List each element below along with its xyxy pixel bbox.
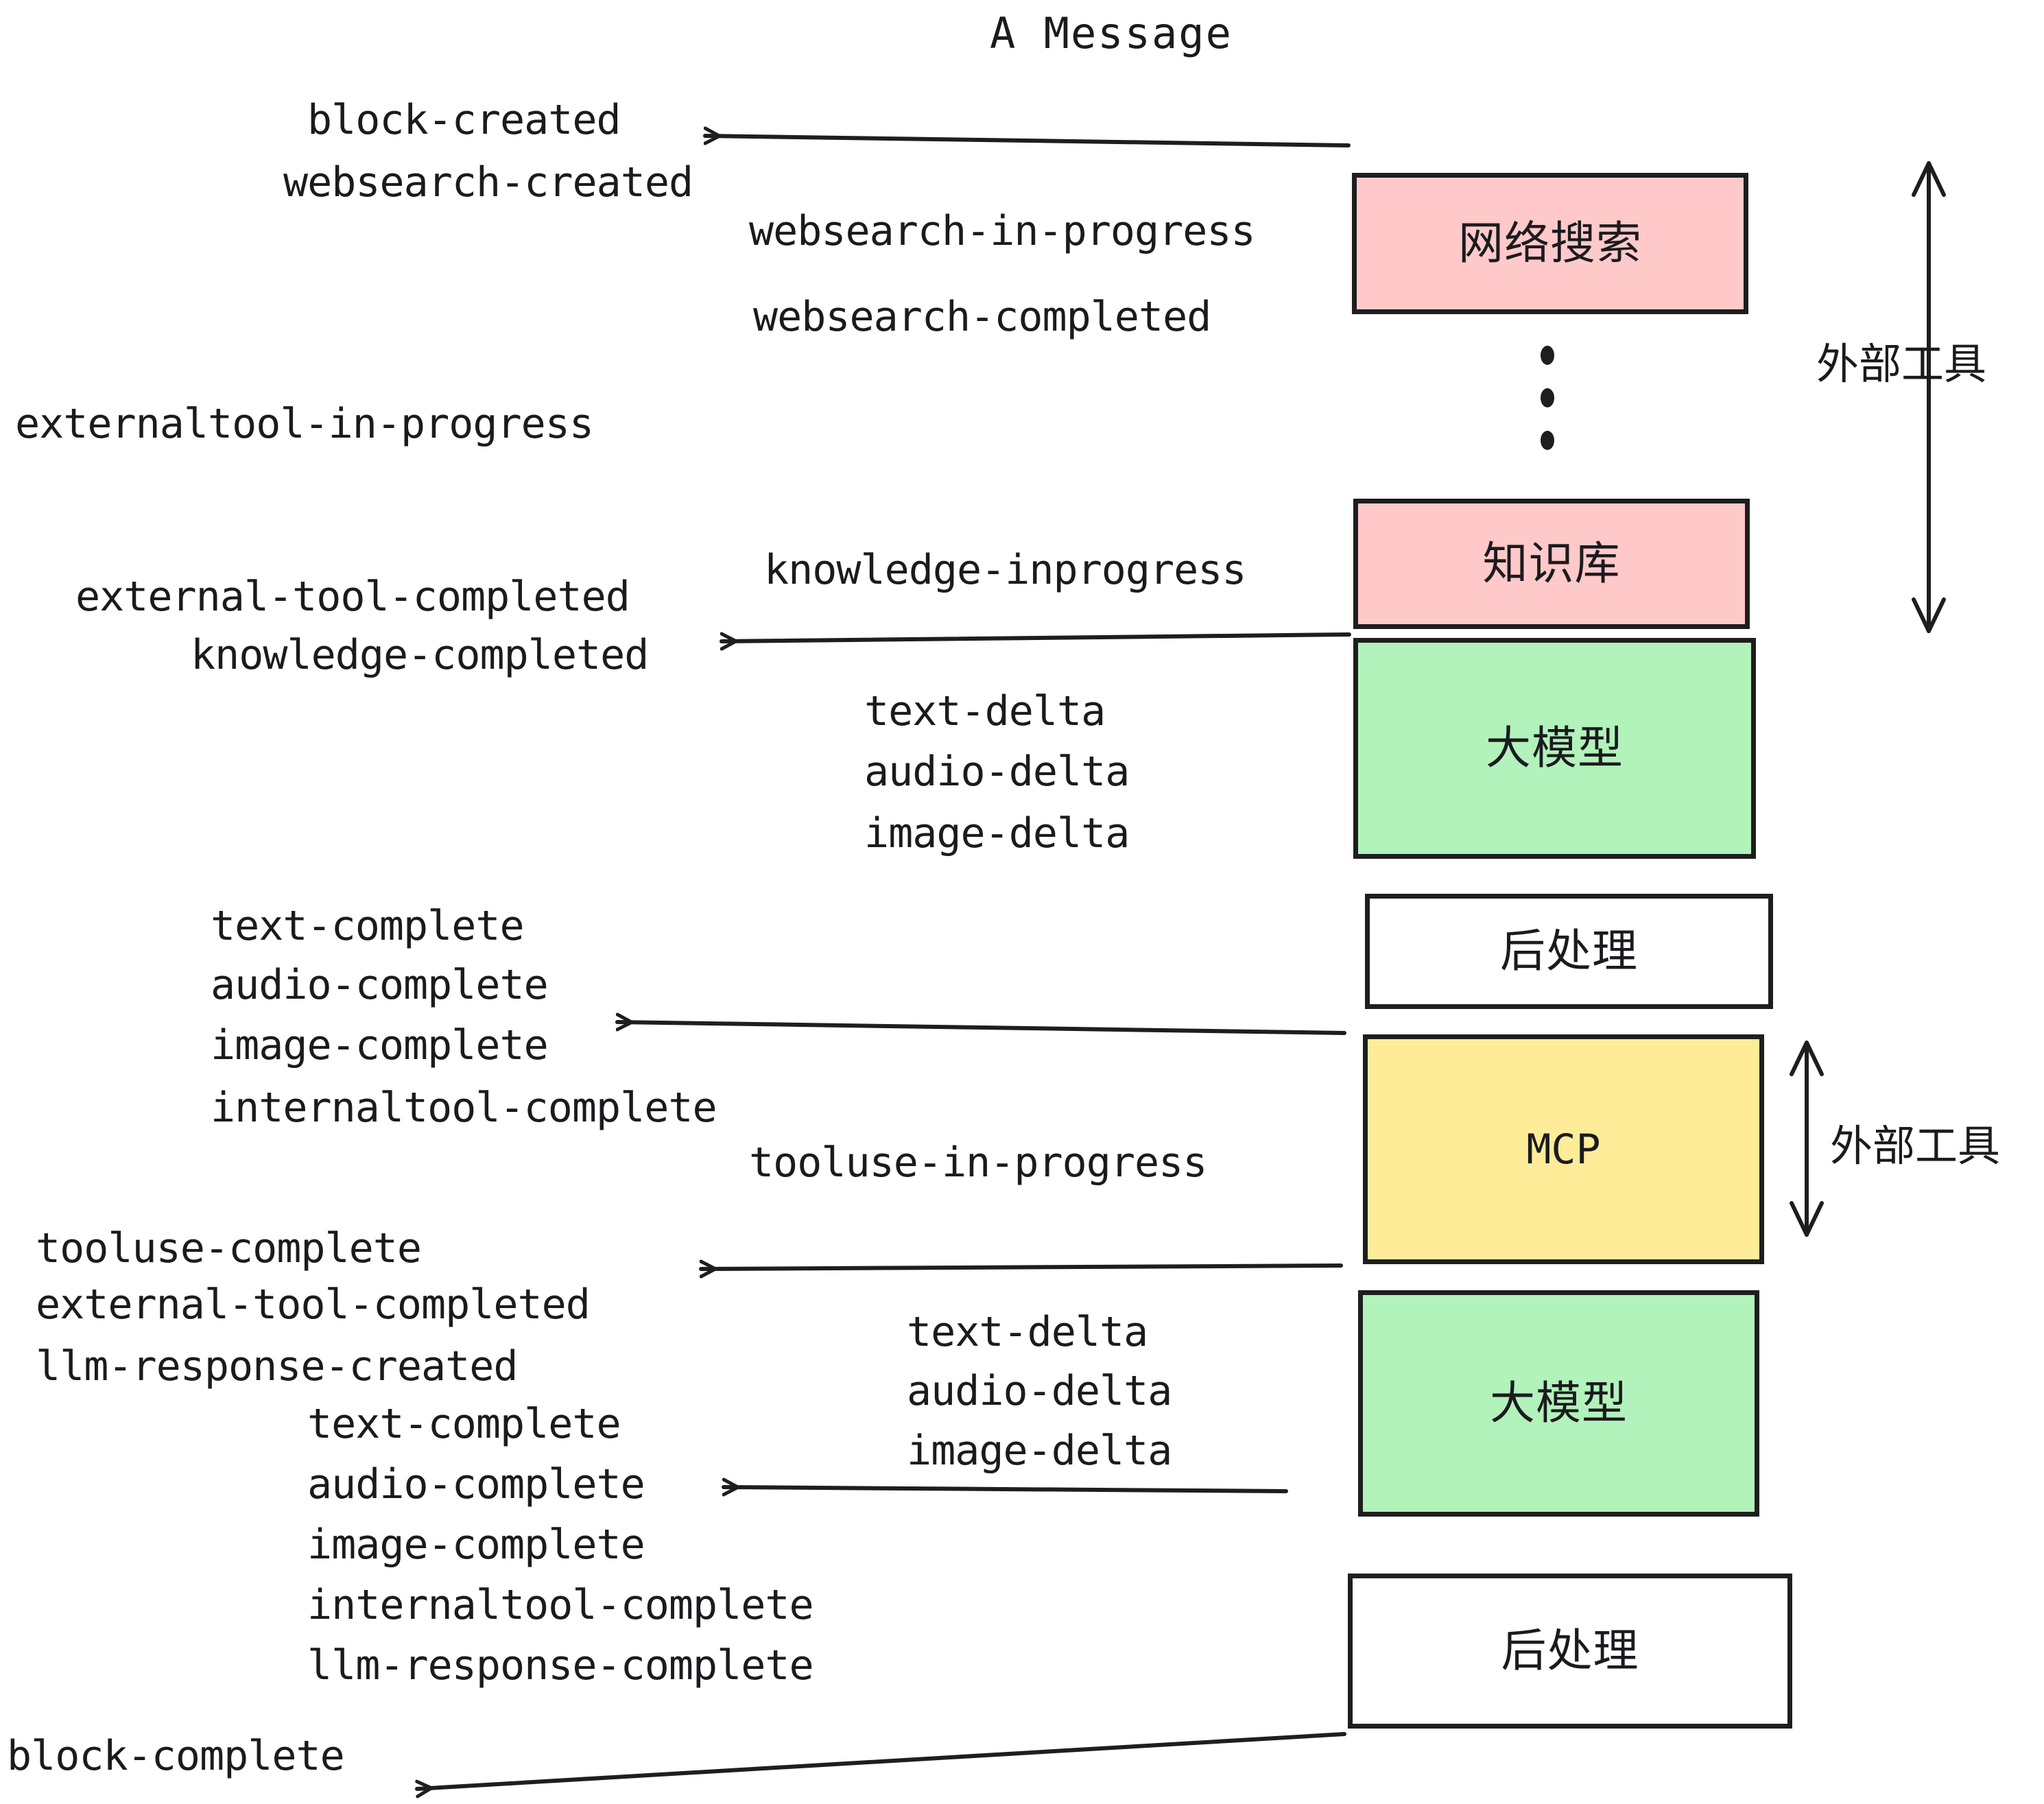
event-label-knowledge-inprogress: knowledge-inprogress — [764, 546, 1246, 594]
event-label-text-delta-2: text-delta — [907, 1308, 1148, 1356]
box-label-websearch: 网络搜索 — [1458, 217, 1642, 270]
range-external-tool-bottom-arrowhead-up — [1790, 1041, 1824, 1076]
arrow-knowledge-completed — [720, 634, 1351, 641]
event-label-llm-response-created: llm-response-created — [36, 1342, 518, 1390]
box-llm-1[interactable]: 大模型 — [1353, 638, 1756, 859]
event-label-audio-delta-1: audio-delta — [864, 748, 1130, 796]
box-label-llm-2: 大模型 — [1490, 1377, 1628, 1429]
event-label-tooluse-in-progress: tooluse-in-progress — [749, 1139, 1207, 1187]
event-label-externaltool-in-progress: externaltool-in-progress — [15, 400, 594, 448]
ellipsis-dot — [1541, 346, 1554, 365]
event-label-image-complete-2: image-complete — [307, 1521, 645, 1569]
event-label-image-complete-1: image-complete — [211, 1021, 549, 1069]
arrow-block-created — [703, 136, 1351, 147]
box-postprocess-2[interactable]: 后处理 — [1348, 1574, 1792, 1729]
box-postprocess-1[interactable]: 后处理 — [1365, 894, 1773, 1009]
event-label-image-delta-1: image-delta — [864, 809, 1130, 857]
range-external-tool-top-arrowhead-down — [1912, 597, 1946, 633]
event-label-block-created: block-created — [307, 96, 621, 144]
event-label-external-tool-completed-2: external-tool-completed — [36, 1281, 591, 1329]
box-label-llm-1: 大模型 — [1486, 722, 1624, 774]
event-label-text-delta-1: text-delta — [864, 687, 1106, 735]
event-label-websearch-created: websearch-created — [283, 158, 693, 206]
side-label-external-tool-top: 外部工具 — [1816, 339, 1987, 389]
side-label-external-tool-bottom: 外部工具 — [1830, 1121, 2001, 1171]
event-label-tooluse-complete: tooluse-complete — [36, 1224, 422, 1272]
event-label-text-complete-1: text-complete — [211, 902, 525, 950]
box-label-mcp: MCP — [1526, 1125, 1601, 1174]
box-llm-2[interactable]: 大模型 — [1358, 1290, 1759, 1517]
box-label-postprocess-2: 后处理 — [1501, 1624, 1639, 1677]
vertical-ellipsis — [1540, 346, 1555, 450]
event-label-llm-response-complete: llm-response-complete — [307, 1641, 814, 1689]
event-label-image-delta-2: image-delta — [907, 1427, 1172, 1475]
box-label-postprocess-1: 后处理 — [1500, 925, 1638, 977]
range-external-tool-top-arrowhead-up — [1912, 161, 1946, 197]
event-label-websearch-in-progress: websearch-in-progress — [749, 207, 1256, 255]
range-external-tool-bottom-arrowhead-down — [1790, 1201, 1824, 1237]
box-label-knowledge: 知识库 — [1482, 537, 1621, 590]
page-title: A Message — [990, 8, 1233, 58]
event-label-audio-complete-1: audio-complete — [211, 961, 549, 1009]
ellipsis-dot — [1541, 388, 1554, 407]
ellipsis-dot — [1541, 431, 1554, 450]
arrow-audio-complete — [722, 1487, 1288, 1491]
box-websearch[interactable]: 网络搜索 — [1352, 173, 1748, 314]
box-knowledge[interactable]: 知识库 — [1353, 499, 1750, 629]
event-label-audio-complete-2: audio-complete — [307, 1460, 645, 1508]
event-label-text-complete-2: text-complete — [307, 1400, 621, 1448]
event-label-audio-delta-2: audio-delta — [907, 1367, 1172, 1415]
event-label-internaltool-complete-1: internaltool-complete — [211, 1084, 717, 1132]
event-label-knowledge-completed: knowledge-completed — [191, 631, 649, 679]
box-mcp[interactable]: MCP — [1363, 1034, 1764, 1264]
event-label-block-complete: block-complete — [7, 1732, 345, 1780]
event-label-internaltool-complete-2: internaltool-complete — [307, 1581, 814, 1629]
arrow-block-complete — [415, 1732, 1346, 1789]
event-label-websearch-completed: websearch-completed — [753, 293, 1211, 341]
event-label-external-tool-completed-1: external-tool-completed — [75, 573, 630, 621]
arrow-tooluse-complete — [699, 1266, 1343, 1269]
arrow-image-complete — [615, 1022, 1346, 1035]
range-arrow-group — [1790, 161, 1946, 1237]
